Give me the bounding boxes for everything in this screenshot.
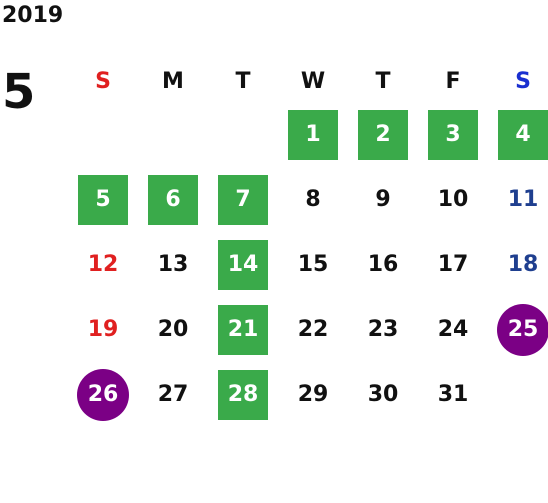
holiday-day-1[interactable]: 1 <box>288 109 338 160</box>
holiday-day-14[interactable]: 14 <box>218 239 268 290</box>
holiday-day-5[interactable]: 5 <box>78 174 128 225</box>
holiday-day-7[interactable]: 7 <box>218 174 268 225</box>
week-row: 19 20 21 22 23 24 25 <box>68 297 548 362</box>
week-row: 26 27 28 29 30 31 <box>68 362 548 427</box>
day-17[interactable]: 17 <box>437 252 469 277</box>
day-9[interactable]: 9 <box>375 187 391 212</box>
holiday-day-3[interactable]: 3 <box>428 109 478 160</box>
holiday-day-28[interactable]: 28 <box>218 369 268 420</box>
day-29[interactable]: 29 <box>297 382 329 407</box>
holiday-day-6[interactable]: 6 <box>148 174 198 225</box>
calendar-grid: S M T W T F S 1 2 3 4 5 6 7 8 9 10 11 <box>68 60 548 427</box>
day-12[interactable]: 12 <box>87 252 119 277</box>
weekday-sunday: S <box>95 68 111 94</box>
holiday-day-2[interactable]: 2 <box>358 109 408 160</box>
day-24[interactable]: 24 <box>437 317 469 342</box>
day-23[interactable]: 23 <box>367 317 399 342</box>
holiday-day-4[interactable]: 4 <box>498 109 548 160</box>
day-11[interactable]: 11 <box>507 187 539 212</box>
weekday-friday: F <box>445 68 461 94</box>
week-row: 5 6 7 8 9 10 11 <box>68 167 548 232</box>
day-8[interactable]: 8 <box>305 187 321 212</box>
month-label: 5 <box>2 64 36 120</box>
weekday-header: S M T W T F S <box>68 60 548 102</box>
year-label: 2019 <box>2 3 64 28</box>
weekday-saturday: S <box>515 68 531 94</box>
day-15[interactable]: 15 <box>297 252 329 277</box>
holiday-day-21[interactable]: 21 <box>218 304 268 355</box>
weekday-monday: M <box>162 68 184 94</box>
day-30[interactable]: 30 <box>367 382 399 407</box>
day-19[interactable]: 19 <box>87 317 119 342</box>
event-day-26[interactable]: 26 <box>77 368 129 421</box>
weekday-thursday: T <box>375 68 391 94</box>
week-row: 12 13 14 15 16 17 18 <box>68 232 548 297</box>
day-20[interactable]: 20 <box>157 317 189 342</box>
event-day-25[interactable]: 25 <box>497 303 548 356</box>
weekday-wednesday: W <box>300 68 326 94</box>
day-27[interactable]: 27 <box>157 382 189 407</box>
day-13[interactable]: 13 <box>157 252 189 277</box>
day-16[interactable]: 16 <box>367 252 399 277</box>
weekday-tuesday: T <box>235 68 251 94</box>
day-10[interactable]: 10 <box>437 187 469 212</box>
day-31[interactable]: 31 <box>437 382 469 407</box>
day-18[interactable]: 18 <box>507 252 539 277</box>
week-row: 1 2 3 4 <box>68 102 548 167</box>
day-22[interactable]: 22 <box>297 317 329 342</box>
